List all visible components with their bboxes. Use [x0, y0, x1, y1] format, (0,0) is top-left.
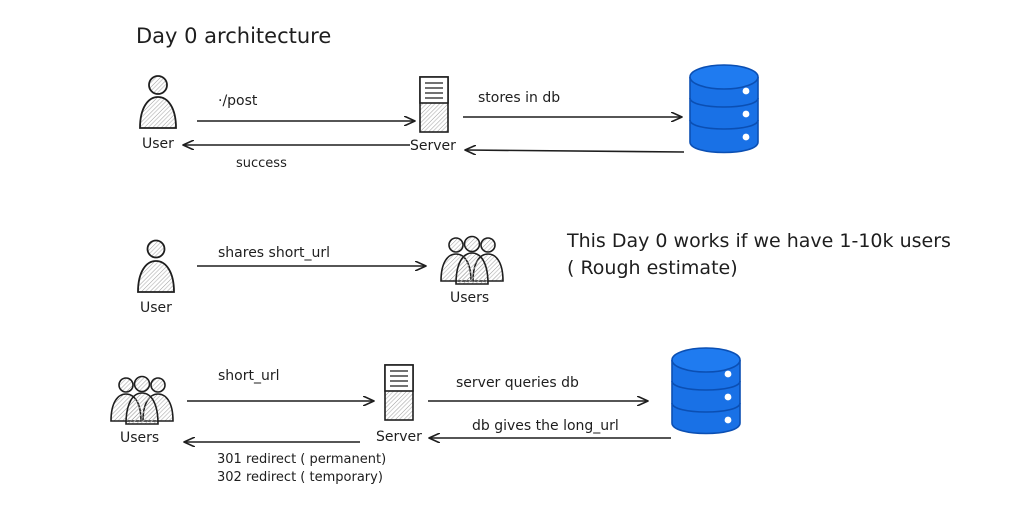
redirect-301-label: 301 redirect ( permanent): [217, 452, 387, 467]
users-group-icon: [110, 375, 174, 425]
redirect-302-label: 302 redirect ( temporary): [217, 470, 383, 485]
users-group-icon: [440, 235, 504, 285]
users-label: Users: [120, 430, 160, 446]
server-label: Server: [376, 429, 422, 445]
users-label: Users: [450, 290, 490, 306]
server-icon: [384, 364, 414, 421]
server-label: Server: [410, 138, 456, 154]
post-edge-label: ·/post: [218, 93, 258, 109]
user-label: User: [140, 300, 172, 316]
database-icon: [689, 64, 759, 154]
stores-edge-label: stores in db: [478, 90, 561, 106]
note-line-2: ( Rough estimate): [567, 257, 738, 279]
server-icon: [419, 76, 449, 133]
success-edge-label: success: [236, 156, 287, 171]
diagram-title: Day 0 architecture: [136, 24, 332, 48]
user-icon: [137, 239, 175, 293]
gives-edge-label: db gives the long_url: [472, 418, 619, 434]
database-icon: [671, 347, 741, 435]
note-line-1: This Day 0 works if we have 1-10k users: [567, 230, 951, 252]
shares-edge-label: shares short_url: [218, 245, 331, 261]
queries-edge-label: server queries db: [456, 375, 579, 391]
user-label: User: [142, 136, 174, 152]
short-url-edge-label: short_url: [218, 368, 280, 384]
arrow-db-to-server: [466, 150, 685, 152]
user-icon: [139, 75, 177, 129]
